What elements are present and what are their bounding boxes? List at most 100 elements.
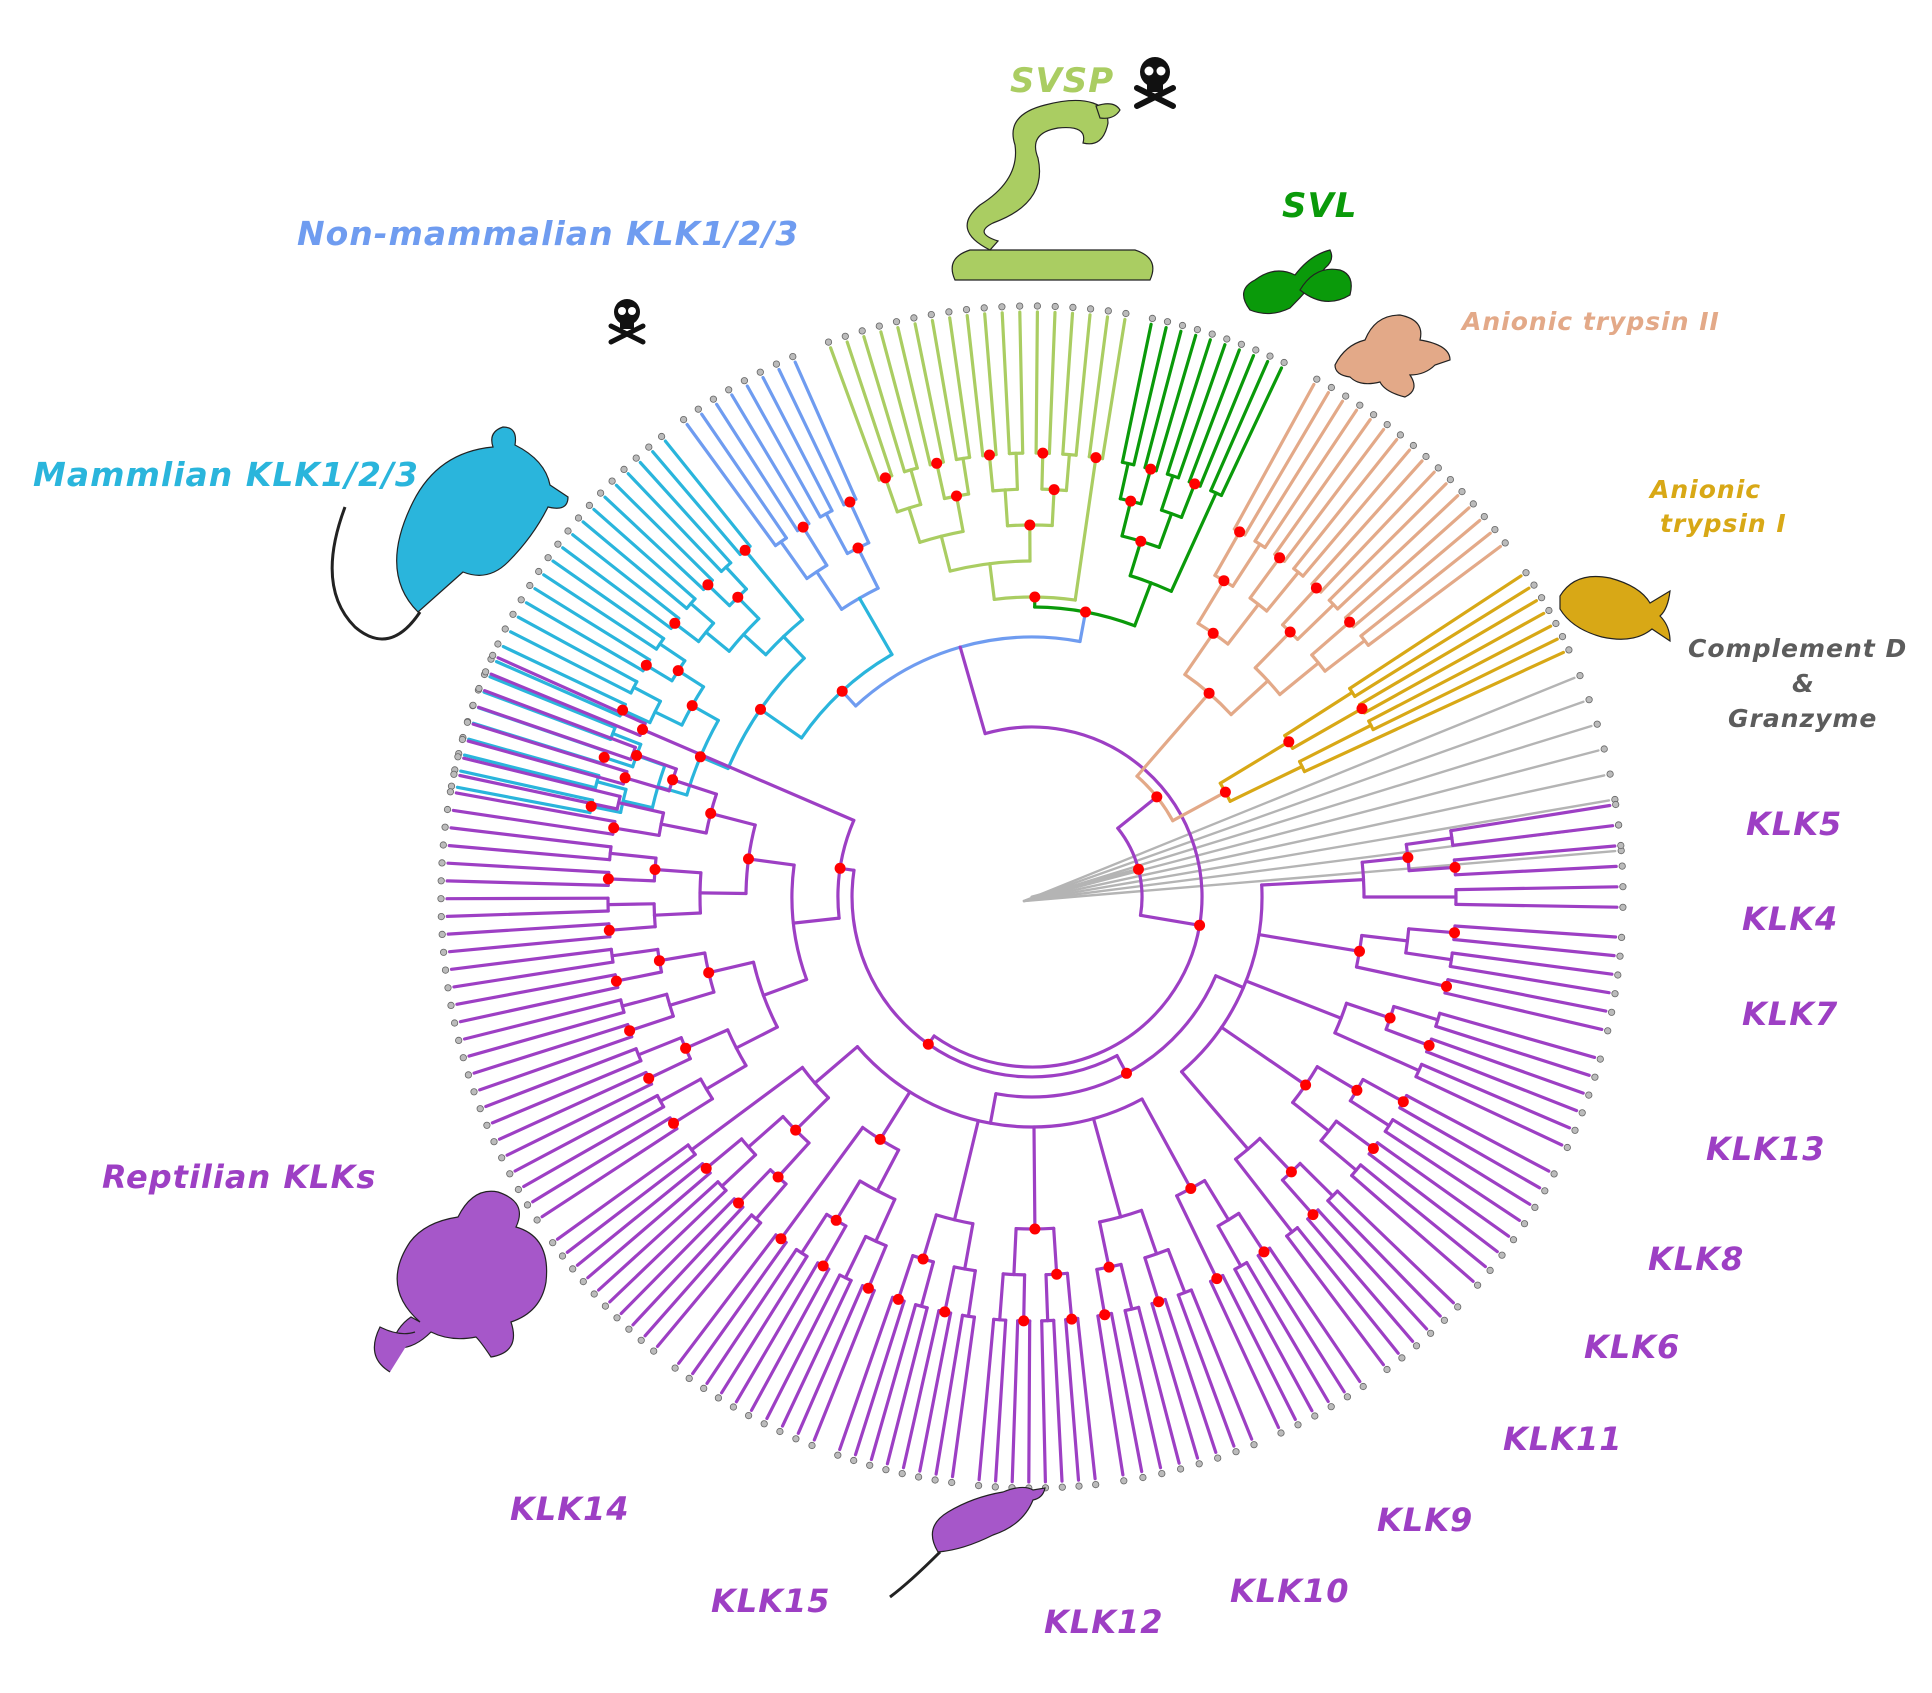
tip-marker (1252, 346, 1260, 354)
branch-radial (636, 1036, 683, 1057)
tip-marker (483, 1121, 491, 1129)
tip-marker (1237, 340, 1246, 348)
branch-radial (719, 1254, 809, 1395)
tip-marker (1604, 1027, 1612, 1035)
tip-marker (1501, 539, 1509, 547)
bootstrap-node-marker (585, 800, 597, 812)
tip-marker (671, 1364, 679, 1372)
branch-radial (761, 977, 809, 998)
branch-radial (620, 992, 669, 1008)
branch-radial (1335, 1189, 1456, 1305)
bootstrap-node-marker (862, 1282, 874, 1294)
branch-radial (874, 1197, 897, 1243)
tip-marker (650, 1347, 658, 1355)
branch-radial (655, 1221, 763, 1349)
branch-radial (1052, 1226, 1059, 1276)
bootstrap-node-marker (755, 703, 766, 715)
branch-radial (516, 615, 639, 684)
branch-radial (691, 1240, 788, 1376)
tip-marker (1193, 325, 1202, 334)
branch-radial (1226, 602, 1261, 646)
branch-radial (1392, 1004, 1440, 1022)
branch-radial (1022, 1273, 1027, 1323)
branch-radial (1027, 1319, 1032, 1484)
branch-radial (1118, 461, 1130, 501)
branch-radial (1367, 624, 1553, 723)
branch-radial (776, 1141, 811, 1179)
branch-radial (857, 596, 894, 657)
bootstrap-node-marker (1449, 927, 1460, 939)
branch-radial (586, 1171, 712, 1280)
tip-marker (1208, 330, 1216, 338)
branch-radial (1219, 1025, 1308, 1087)
bootstrap-node-marker (1354, 945, 1365, 957)
bootstrap-node-marker (643, 1072, 655, 1084)
tip-marker (1356, 401, 1364, 409)
branch-radial (522, 1105, 666, 1189)
tip-marker (437, 877, 445, 885)
branch-radial (1319, 1138, 1358, 1172)
tip-marker (1617, 841, 1625, 850)
branch-radial (513, 1093, 660, 1173)
tip-marker (657, 432, 666, 441)
branch-radial (488, 675, 617, 730)
bootstrap-node-marker (1103, 1261, 1115, 1273)
tip-marker (1545, 606, 1553, 615)
branch-radial (801, 525, 829, 568)
branch-radial (1143, 1256, 1161, 1304)
branch-radial (657, 951, 707, 963)
tip-marker (1398, 1354, 1406, 1362)
tip-marker (533, 1216, 541, 1224)
branch-radial (610, 947, 660, 958)
tip-marker (637, 1336, 645, 1344)
bootstrap-node-marker (1194, 919, 1206, 931)
tip-marker (438, 859, 446, 867)
label-klk12: KLK12 (1044, 1603, 1164, 1641)
tip-marker (475, 684, 483, 693)
tip-marker (439, 948, 448, 956)
branch-radial (1316, 1208, 1429, 1331)
branch-radial (813, 1045, 860, 1085)
bootstrap-node-marker (1397, 1096, 1409, 1108)
tip-marker (441, 823, 449, 831)
bootstrap-node-marker (667, 774, 679, 786)
branch-radial (743, 548, 805, 622)
tip-marker (1069, 303, 1077, 311)
outgroup-branch (1022, 676, 1576, 903)
branch-radial (1135, 691, 1211, 778)
bootstrap-node-marker (1310, 582, 1322, 594)
branch-radial (1138, 913, 1202, 927)
branch-radial (1245, 1260, 1330, 1404)
tip-marker (1195, 1460, 1203, 1468)
bootstrap-node-marker (680, 1042, 692, 1054)
tip-marker (645, 443, 653, 451)
tip-marker (1092, 1481, 1100, 1489)
tip-marker (1619, 883, 1627, 891)
tip-marker (974, 1482, 983, 1490)
tip-marker (632, 454, 640, 462)
branch-radial (1183, 631, 1215, 677)
branch-radial (472, 1022, 630, 1075)
branch-radial (1348, 574, 1523, 691)
bootstrap-node-marker (790, 1124, 802, 1136)
branch-radial (619, 1197, 736, 1316)
branch-radial (1366, 544, 1503, 647)
branch-radial (1310, 620, 1352, 657)
fish-silhouette (1559, 575, 1671, 643)
branch-radial (581, 520, 689, 611)
tip-marker (437, 912, 445, 921)
branch-radial (1295, 1226, 1400, 1355)
bootstrap-node-marker (1029, 591, 1041, 603)
branch-radial (1306, 1217, 1415, 1343)
branch-radial (1047, 310, 1057, 455)
branch-radial (1334, 1119, 1376, 1151)
bootstrap-node-marker (631, 750, 643, 761)
tip-marker (509, 610, 517, 618)
tip-marker (1311, 1412, 1319, 1420)
tip-marker (1139, 1473, 1147, 1482)
branch-radial (540, 1127, 679, 1219)
tip-marker (1552, 619, 1560, 628)
branch-radial (758, 707, 804, 740)
tip-marker (437, 895, 445, 903)
